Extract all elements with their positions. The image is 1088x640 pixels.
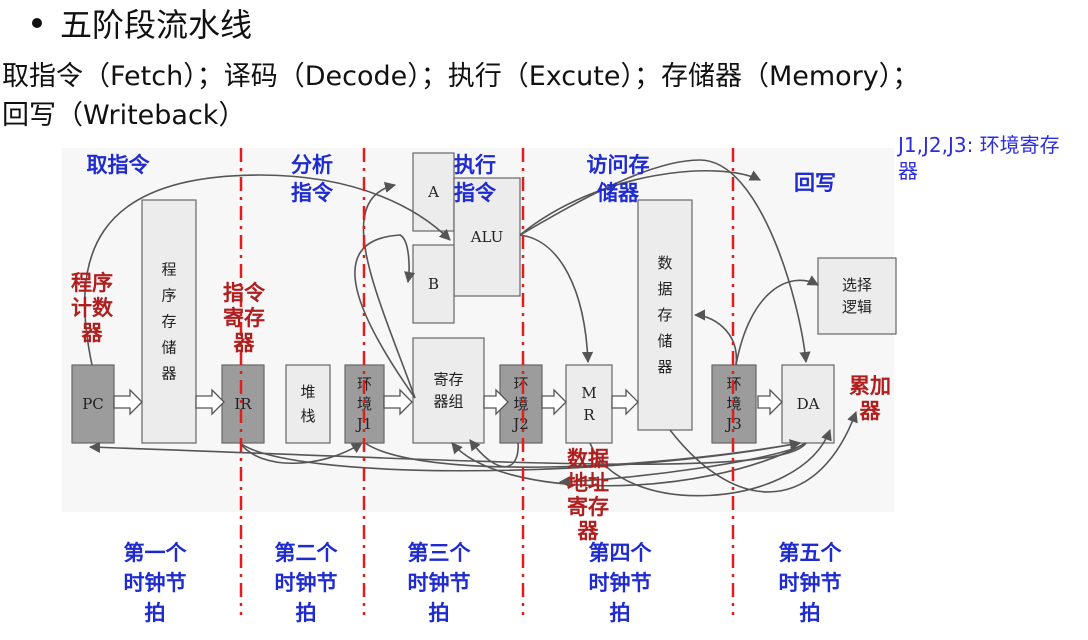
connector (669, 410, 858, 493)
intro-line-2: 回写（Writeback） (2, 100, 246, 131)
block-label-b: B (428, 275, 439, 293)
stage-label: 访问存储器 (587, 153, 650, 205)
block-data-mem (637, 199, 693, 431)
connector (83, 174, 451, 366)
clock-beat-label: 第一个时钟节拍 (124, 541, 188, 625)
block-label-data-mem: 数据存储器 (657, 254, 672, 376)
block-ir (221, 364, 265, 444)
ir-annotation: 指令寄存器 (223, 281, 266, 355)
block-label-da: DA (797, 395, 820, 413)
block-select (817, 257, 897, 335)
connector (519, 234, 594, 364)
block-alu (453, 177, 521, 297)
connector (451, 442, 807, 487)
register-note: J1,J2,J3: 环境寄存器 (898, 133, 1060, 183)
pipe-arrow-mr-mem (611, 388, 639, 416)
block-pc (71, 364, 115, 444)
pipe-arrow-j1-reg (383, 388, 413, 416)
block-mr (565, 364, 613, 444)
block-label-pc: PC (82, 395, 104, 413)
block-reg-file (412, 337, 485, 444)
connector (693, 309, 738, 366)
pipe-arrow-j3-da (757, 388, 783, 416)
clock-beat-label: 第五个时钟节拍 (779, 541, 843, 625)
da-annotation: 累加器 (849, 374, 891, 423)
clock-beat-label: 第二个时钟节拍 (275, 541, 339, 625)
block-label-ir: IR (234, 395, 252, 413)
stage-label: 回写 (794, 171, 836, 195)
connector (558, 442, 807, 488)
block-a (412, 152, 455, 232)
block-j2 (499, 364, 543, 444)
clock-beat-label: 第三个时钟节拍 (408, 541, 472, 625)
block-label-alu: ALU (470, 228, 504, 246)
connector (735, 275, 819, 366)
block-program-mem (141, 199, 197, 444)
connector (519, 169, 762, 236)
block-label-program-mem: 程序存储器 (161, 261, 176, 383)
stage-label: 执行指令 (454, 153, 497, 205)
bullet-icon (32, 18, 42, 28)
slide-title: 五阶段流水线 (32, 0, 252, 46)
pipe-arrow-pc-mem (113, 388, 143, 416)
block-label-a: A (427, 183, 439, 201)
connector (469, 439, 519, 468)
title-text: 五阶段流水线 (60, 6, 253, 44)
pipe-arrow-reg-j2 (483, 388, 509, 416)
pipe-arrow-mem-ir (195, 388, 225, 416)
connector (362, 181, 416, 399)
block-stack (285, 364, 331, 444)
block-label-stack: 堆栈 (300, 383, 315, 425)
connector (364, 439, 802, 468)
clock-beat-label: 第四个时钟节拍 (589, 541, 653, 625)
pipe-arrow-j2-mr (541, 388, 567, 416)
block-label-select: 选择逻辑 (842, 276, 872, 316)
intro-line-1: 取指令（Fetch）；译码（Decode）；执行（Excute）；存储器（Mem… (2, 61, 920, 92)
stage-label: 取指令 (87, 153, 151, 177)
block-label-reg-file: 寄存器组 (433, 371, 463, 411)
connector (589, 428, 832, 497)
block-b (412, 244, 455, 324)
connector (239, 442, 363, 465)
stage-label: 分析指令 (291, 153, 334, 205)
pc-annotation: 程序计数器 (71, 271, 114, 345)
mr-annotation: 数据地址寄存器 (567, 447, 609, 543)
connector (519, 159, 811, 364)
